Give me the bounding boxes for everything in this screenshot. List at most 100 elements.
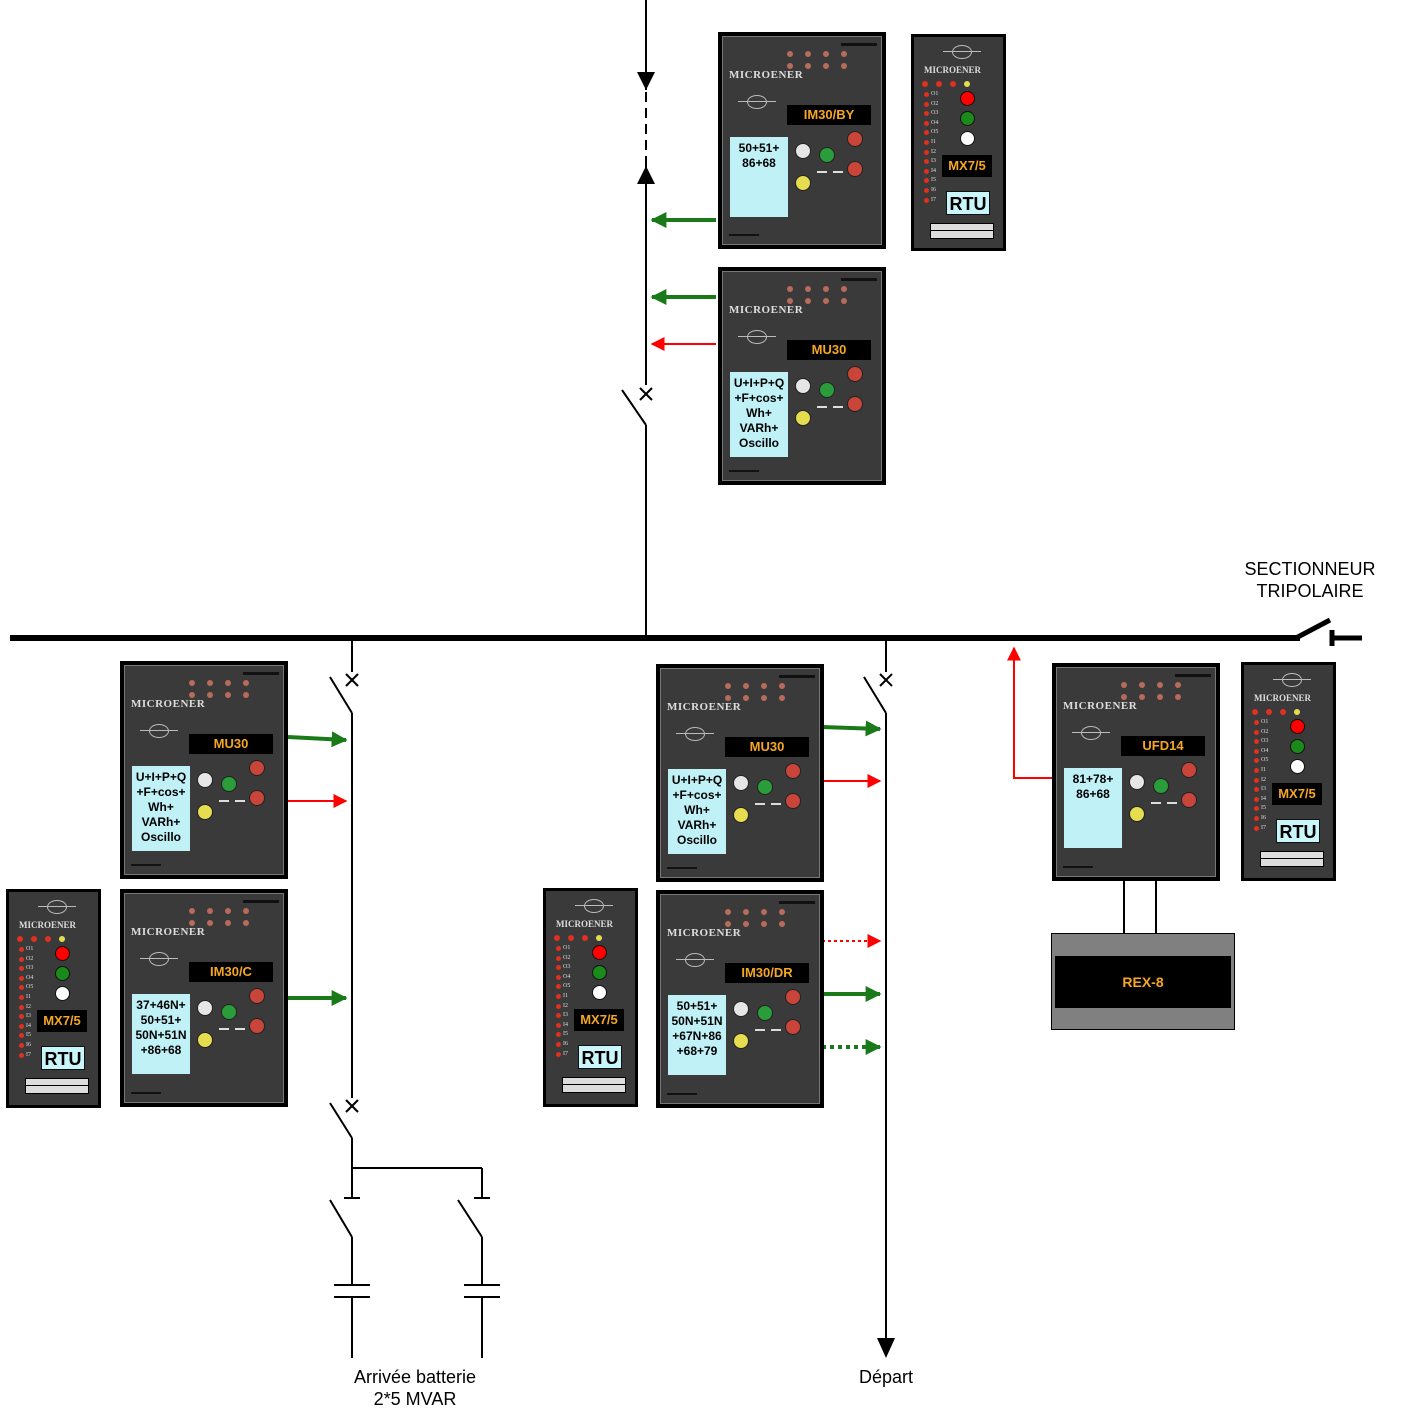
enter-reset-button[interactable] [795, 410, 811, 426]
logo-icon [140, 724, 178, 738]
select-button[interactable] [221, 776, 237, 792]
rtu-output-led-icon [19, 966, 24, 972]
minus-button[interactable] [249, 1018, 265, 1034]
rtu-white-lamp-icon [592, 985, 607, 1000]
rtu-red-lamp-icon [55, 946, 70, 961]
logo-icon [676, 727, 714, 741]
rtu-output-led-icon [924, 140, 929, 145]
minus-button[interactable] [1181, 792, 1197, 808]
led-icon [243, 680, 249, 686]
relay-bottom-bar [1063, 866, 1093, 868]
relay-model-display: IM30/C [189, 962, 273, 982]
minus-button[interactable] [847, 161, 863, 177]
plus-button[interactable] [1181, 762, 1197, 778]
led-icon [243, 908, 249, 914]
led-icon [207, 920, 213, 926]
rtu-output-label: O2 [1261, 728, 1269, 735]
select-button[interactable] [819, 147, 835, 163]
rtu-output-label: I5 [931, 177, 936, 184]
select-button[interactable] [757, 779, 773, 795]
led-icon [243, 692, 249, 698]
rtu-output-label: I4 [1261, 795, 1266, 802]
minus-button[interactable] [249, 790, 265, 806]
rtu-model-display: MX7/5 [1272, 783, 1322, 805]
select-button[interactable] [1153, 778, 1169, 794]
rtu-output-led-icon [19, 956, 24, 962]
enter-reset-button[interactable] [795, 175, 811, 191]
relay-top-bar [841, 43, 877, 46]
rtu-output-label: O4 [26, 974, 34, 981]
rtu-status-led-icon [59, 936, 65, 942]
minus-button[interactable] [785, 1019, 801, 1035]
rtu-label: RTU [578, 1045, 622, 1069]
rtu-output-label: O1 [26, 946, 34, 952]
rtu-output-led-icon [1254, 729, 1259, 735]
separator-dash [1151, 802, 1161, 804]
select-button[interactable] [221, 1004, 237, 1020]
logo-icon [943, 45, 981, 59]
select-button[interactable] [819, 382, 835, 398]
rtu-output-label: O5 [26, 984, 34, 991]
led-icon [225, 908, 231, 914]
minus-button[interactable] [785, 793, 801, 809]
mode-button[interactable] [197, 1000, 213, 1016]
plus-button[interactable] [249, 988, 265, 1004]
rtu-output-led-icon [1254, 768, 1259, 773]
led-icon [1175, 682, 1181, 688]
led-icon [225, 680, 231, 686]
rtu-green-lamp-icon [1290, 739, 1305, 754]
led-icon [841, 51, 847, 57]
rtu-output-led-icon [924, 159, 929, 165]
plus-button[interactable] [785, 989, 801, 1005]
rtu-output-label: O4 [931, 119, 939, 126]
rtu-output-led-icon [924, 111, 929, 117]
enter-reset-button[interactable] [733, 1033, 749, 1049]
mode-button[interactable] [795, 378, 811, 394]
enter-reset-button[interactable] [197, 1032, 213, 1048]
led-icon [207, 692, 213, 698]
relay-top-bar [779, 675, 815, 678]
mode-button[interactable] [795, 143, 811, 159]
rtu-output-led-icon [556, 1022, 561, 1028]
rtu-output-led-icon [556, 984, 561, 990]
separator-dash [755, 803, 765, 805]
relay-led-panel [189, 680, 261, 728]
mode-button[interactable] [1129, 774, 1145, 790]
rtu-white-lamp-icon [55, 986, 70, 1001]
relay-functions-box: 50+51+ 86+68 [730, 137, 788, 217]
led-icon [823, 298, 829, 304]
enter-reset-button[interactable] [1129, 806, 1145, 822]
led-icon [823, 51, 829, 57]
depart-label: Départ [858, 1367, 914, 1387]
mode-button[interactable] [733, 1001, 749, 1017]
minus-button[interactable] [847, 396, 863, 412]
relay-top-bar [243, 672, 279, 675]
plus-button[interactable] [847, 131, 863, 147]
rtu-output-label: O1 [931, 91, 939, 97]
rtu-status-led-icon [17, 936, 23, 942]
led-icon [1121, 682, 1127, 688]
rtu-output-label: I4 [26, 1022, 31, 1029]
plus-button[interactable] [249, 760, 265, 776]
relay-model-display: IM30/DR [725, 963, 809, 983]
rtu-output-label: I2 [931, 148, 936, 155]
rtu-output-led-icon [1254, 816, 1259, 821]
enter-reset-button[interactable] [197, 804, 213, 820]
enter-reset-button[interactable] [733, 807, 749, 823]
relay-brand: MICROENER [1063, 700, 1138, 712]
mode-button[interactable] [733, 775, 749, 791]
select-button[interactable] [757, 1005, 773, 1021]
plus-button[interactable] [847, 366, 863, 382]
plus-button[interactable] [785, 763, 801, 779]
logo-icon [575, 899, 613, 913]
logo-icon [738, 95, 776, 109]
mode-button[interactable] [197, 772, 213, 788]
rtu-output-label: I4 [931, 167, 936, 174]
relay-led-panel [1121, 682, 1193, 730]
